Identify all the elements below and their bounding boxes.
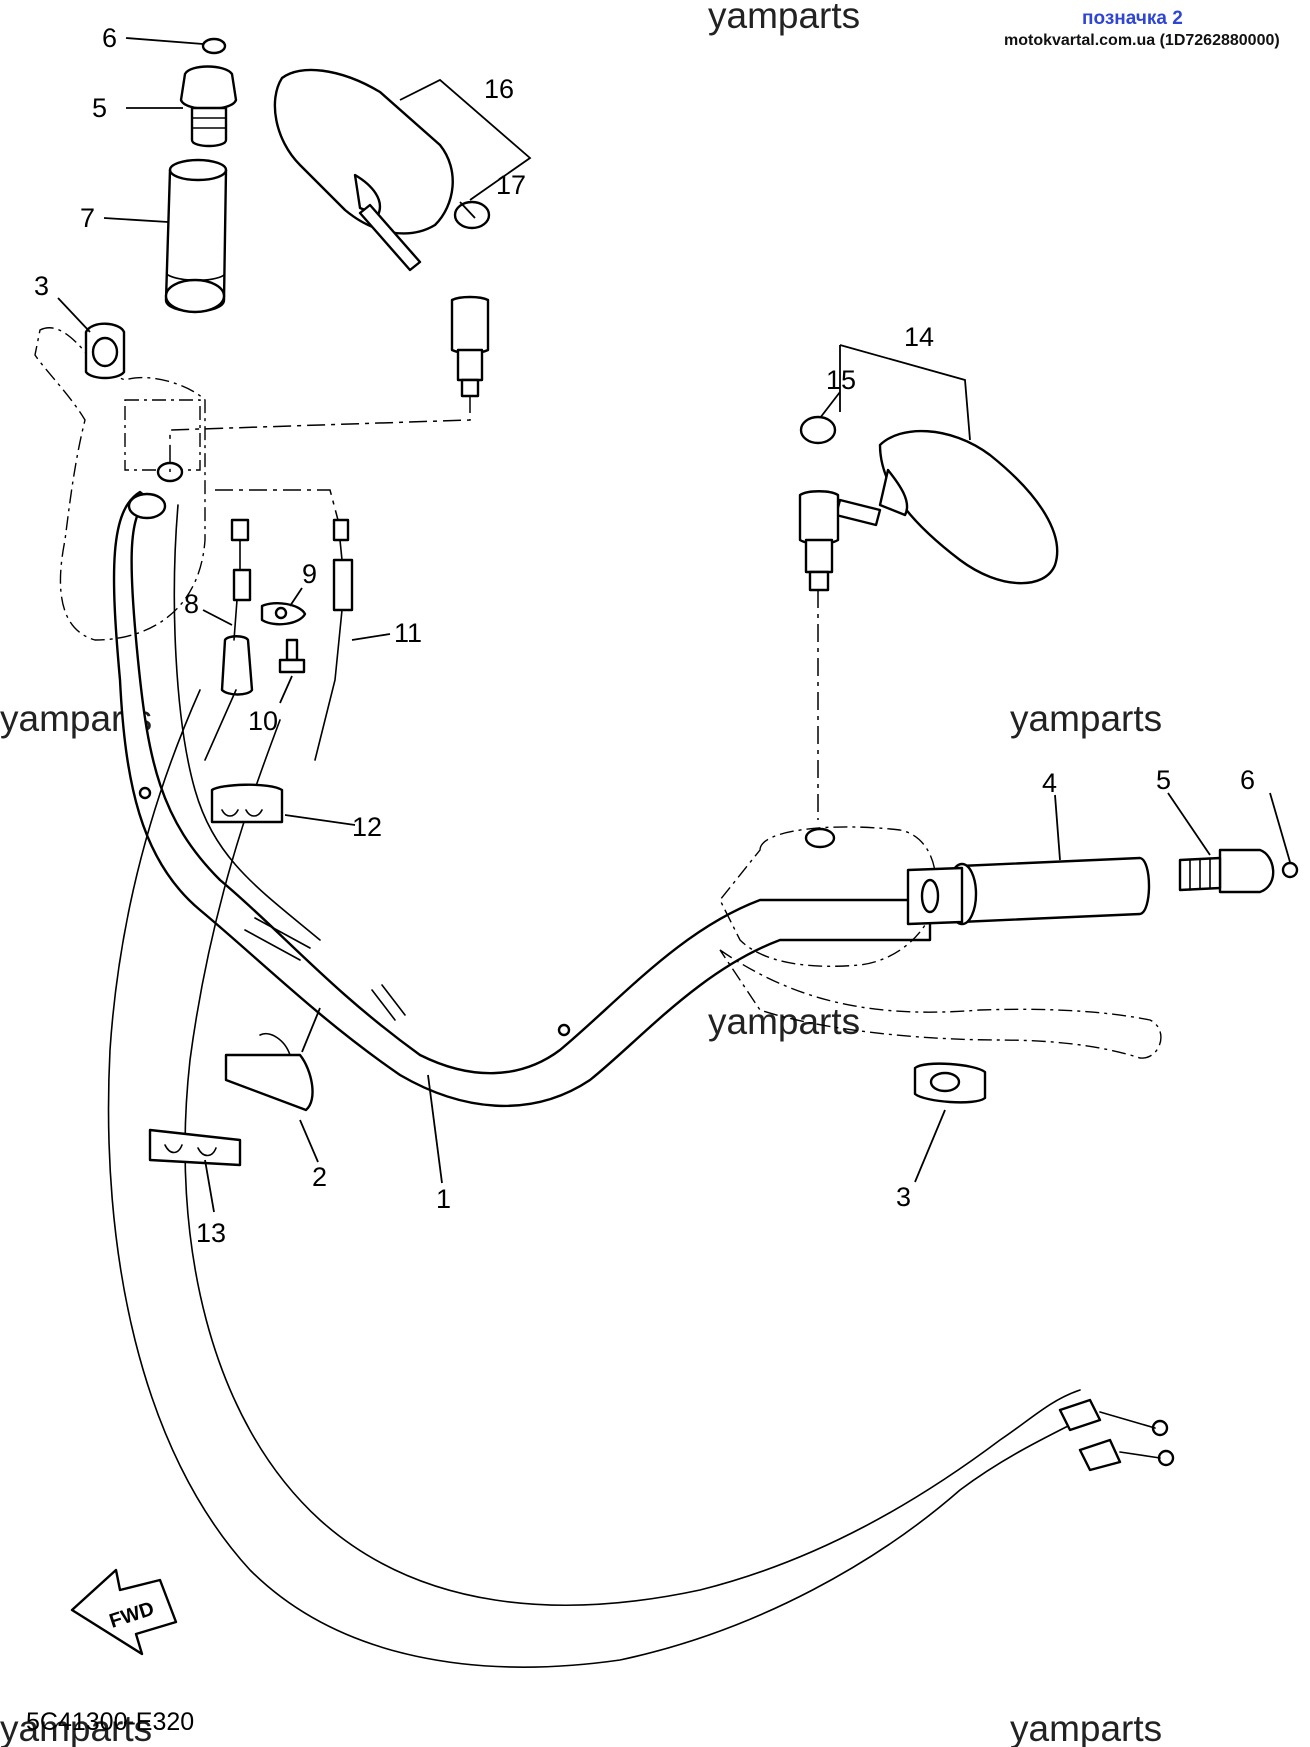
callouts: 6 5 7 3 16 17 14 15 9 8 11 10 12 4 5 6 2… xyxy=(34,23,1255,1248)
handlebar xyxy=(112,490,932,1108)
cable-guide-9 xyxy=(260,602,307,626)
callout-2: 2 xyxy=(312,1162,327,1192)
leader-mirror-left xyxy=(399,78,532,201)
callout-12: 12 xyxy=(352,812,382,842)
left-grip-end xyxy=(179,37,238,148)
callout-11: 11 xyxy=(394,618,422,648)
right-mirror xyxy=(798,415,1059,592)
callout-13: 13 xyxy=(196,1218,226,1248)
leader-lines xyxy=(57,37,1291,1213)
lever-holder-3-left xyxy=(84,322,126,380)
callout-5-left: 5 xyxy=(92,93,107,123)
callout-3-right: 3 xyxy=(896,1182,911,1212)
right-grip xyxy=(906,856,1151,926)
callout-17: 17 xyxy=(496,170,526,200)
callout-14: 14 xyxy=(904,322,934,352)
watermark-top: yamparts xyxy=(708,0,860,36)
diagram-code: 5C41300-E320 xyxy=(26,1708,194,1736)
right-grip-end xyxy=(1178,848,1299,894)
callout-15: 15 xyxy=(826,365,856,395)
callout-4: 4 xyxy=(1042,768,1057,798)
header-title: позначка 2 xyxy=(1082,8,1183,29)
right-switch-housing xyxy=(719,826,1162,1059)
lever-holder-3-right xyxy=(913,1062,987,1104)
callout-8: 8 xyxy=(184,589,199,619)
callout-7: 7 xyxy=(80,203,95,233)
watermark-right: yamparts xyxy=(1010,698,1162,739)
clutch-cable-parts xyxy=(204,489,354,761)
callout-6-right: 6 xyxy=(1240,765,1255,795)
handlebar-left-end xyxy=(127,492,167,520)
callout-3-left: 3 xyxy=(34,271,49,301)
throttle-cables xyxy=(107,689,1175,1668)
left-grip xyxy=(164,158,228,314)
clamp-2 xyxy=(224,1033,314,1112)
fwd-arrow: FWD xyxy=(70,1568,178,1656)
callout-10: 10 xyxy=(248,706,278,736)
leader-mirror-right xyxy=(839,344,971,441)
cable-holder-12 xyxy=(210,783,284,824)
holder-13 xyxy=(148,1128,242,1167)
left-mirror xyxy=(273,68,491,398)
callout-16: 16 xyxy=(484,74,514,104)
callout-1: 1 xyxy=(436,1184,451,1214)
watermark-bottom-left: yamparts xyxy=(0,1708,152,1747)
watermark-middle: yamparts xyxy=(708,1001,860,1042)
watermark-bottom-right: yamparts xyxy=(1010,1708,1162,1747)
header-source: motokvartal.com.ua (1D7262880000) xyxy=(1004,32,1280,49)
screw-10 xyxy=(278,638,306,674)
callout-5-right: 5 xyxy=(1156,765,1171,795)
callout-6-left: 6 xyxy=(102,23,117,53)
callout-9: 9 xyxy=(302,559,317,589)
